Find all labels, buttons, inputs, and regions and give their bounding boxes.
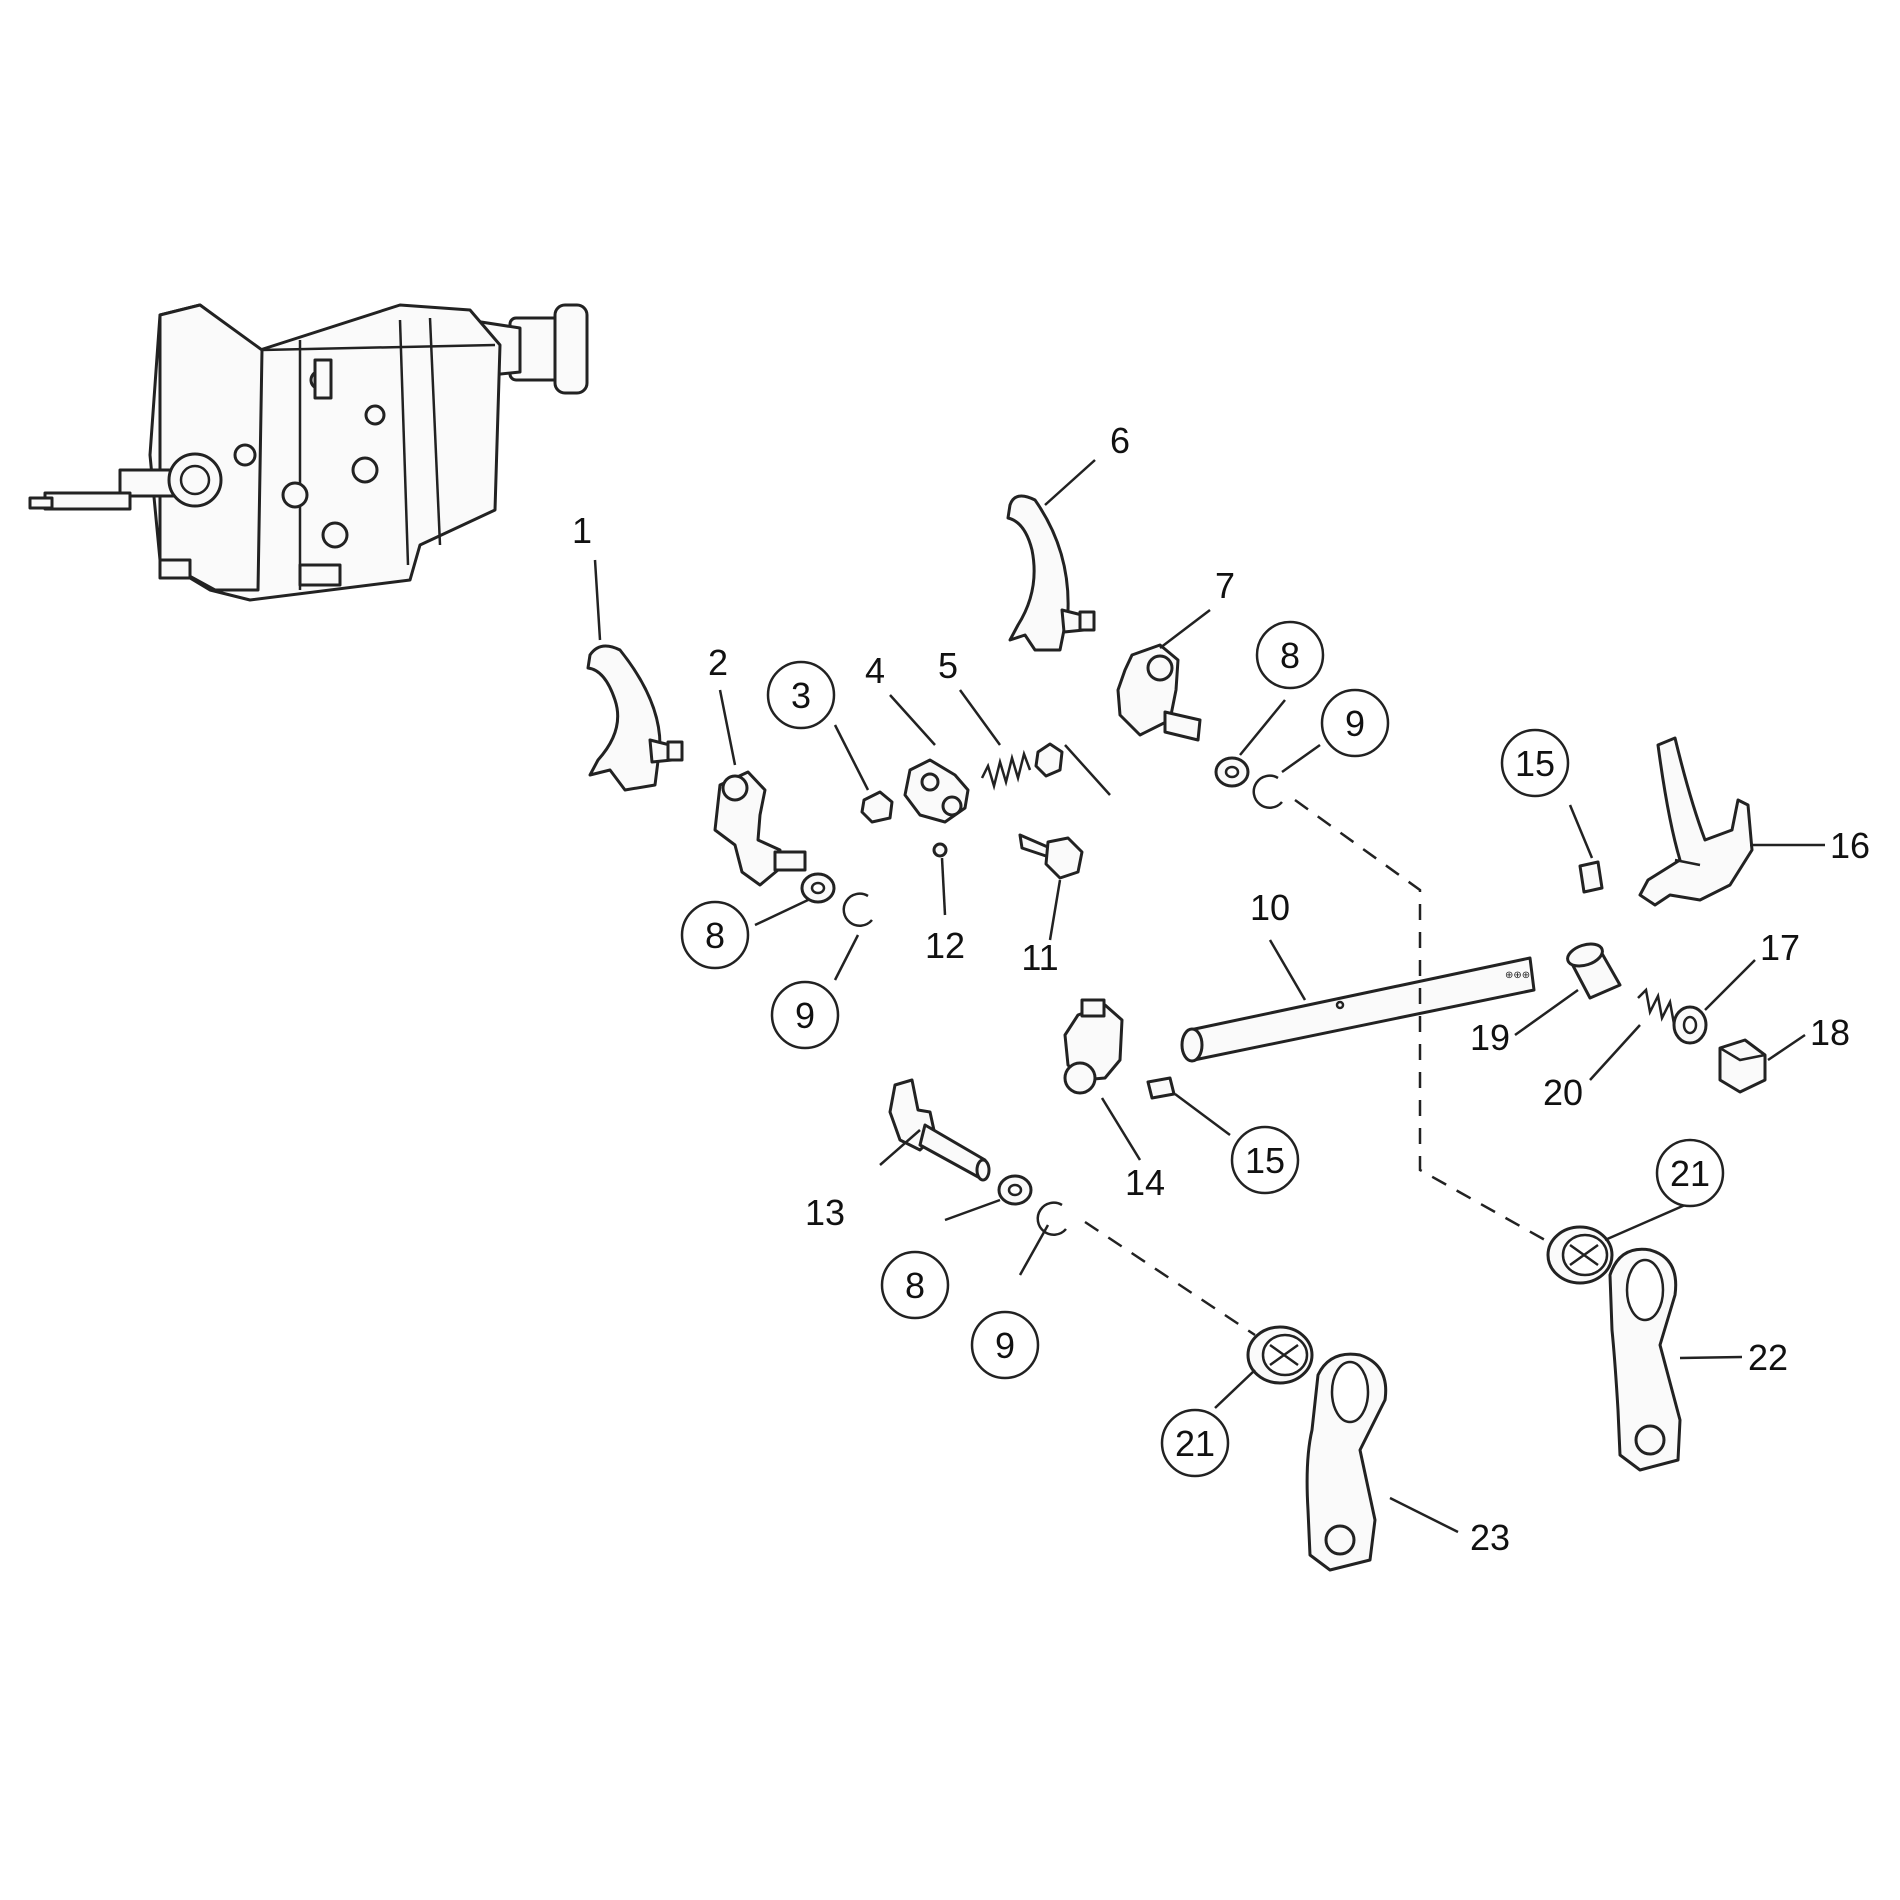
part-2-selector xyxy=(713,770,807,887)
part-19-sleeve xyxy=(1566,942,1622,1000)
callout-9-lower-circle xyxy=(970,1310,1040,1380)
callout-13: 13 xyxy=(805,1192,845,1233)
callout-8-upper-circle xyxy=(1255,620,1325,690)
shaft-marking: ⊕⊕⊕ xyxy=(1505,970,1530,981)
callout-21-left: 21 xyxy=(1175,1423,1215,1464)
part-3-plug xyxy=(860,790,894,824)
callouts: 1 2 3 4 5 6 7 8 9 8 9 10 11 12 13 14 15 … xyxy=(572,420,1870,1558)
part-15-pin-upper xyxy=(1578,860,1604,894)
callout-3: 3 xyxy=(791,675,811,716)
part-15-pin-lower xyxy=(1146,1076,1176,1100)
callout-2: 2 xyxy=(708,642,728,683)
part-9-circlip-lower xyxy=(1036,1201,1067,1236)
part-13-selector-lever xyxy=(888,1078,991,1182)
part-6-shift-fork xyxy=(1006,494,1096,652)
leader-lines xyxy=(593,459,1825,1534)
part-23-shift-lever xyxy=(1305,1352,1388,1572)
callout-15-upper: 15 xyxy=(1515,743,1555,784)
gearbox-assembly xyxy=(28,303,589,602)
part-20-spring xyxy=(1637,987,1676,1025)
part-9-circlip-upper xyxy=(1252,774,1283,809)
part-8-washer-lower xyxy=(997,1174,1033,1206)
callout-9-lower: 9 xyxy=(995,1325,1015,1366)
callout-12: 12 xyxy=(925,925,965,966)
part-1-shift-fork xyxy=(586,644,684,792)
callout-7: 7 xyxy=(1215,565,1235,606)
linkage-dashed-line-upper xyxy=(1294,798,1546,1242)
part-17-washer xyxy=(1672,1005,1708,1045)
callout-23: 23 xyxy=(1470,1517,1510,1558)
callout-18: 18 xyxy=(1810,1012,1850,1053)
part-8-washer-left xyxy=(800,872,836,904)
callout-1: 1 xyxy=(572,510,592,551)
callout-14: 14 xyxy=(1125,1162,1165,1203)
callout-8-left: 8 xyxy=(705,915,725,956)
callout-9-upper-circle xyxy=(1320,688,1390,758)
callout-21-right-circle xyxy=(1655,1138,1725,1208)
callout-20: 20 xyxy=(1543,1072,1583,1113)
part-11-bolt xyxy=(1018,833,1084,880)
callout-15-lower: 15 xyxy=(1245,1140,1285,1181)
part-21-bushing-right xyxy=(1546,1225,1614,1285)
callout-6: 6 xyxy=(1110,420,1130,461)
callout-9-left: 9 xyxy=(795,995,815,1036)
callout-8-lower-circle xyxy=(880,1250,950,1320)
callout-9-left-circle xyxy=(770,980,840,1050)
part-16-shift-fork xyxy=(1638,736,1754,907)
callout-22: 22 xyxy=(1748,1337,1788,1378)
callout-10: 10 xyxy=(1250,887,1290,928)
callout-17: 17 xyxy=(1760,927,1800,968)
callout-8-upper: 8 xyxy=(1280,635,1300,676)
part-12-ball xyxy=(932,842,948,858)
part-14-selector-block xyxy=(1063,998,1124,1095)
part-4-interlock-body xyxy=(903,758,970,824)
callout-16: 16 xyxy=(1830,825,1870,866)
callout-8-lower: 8 xyxy=(905,1265,925,1306)
callout-15-lower-circle xyxy=(1230,1125,1300,1195)
callout-5: 5 xyxy=(938,645,958,686)
part-7-selector xyxy=(1116,643,1202,742)
part-22-shift-lever xyxy=(1608,1247,1682,1472)
callout-21-left-circle xyxy=(1160,1408,1230,1478)
callout-15-upper-circle xyxy=(1500,728,1570,798)
part-21-bushing-left xyxy=(1246,1325,1314,1385)
callout-19: 19 xyxy=(1470,1017,1510,1058)
callout-8-left-circle xyxy=(680,900,750,970)
callout-9-upper: 9 xyxy=(1345,703,1365,744)
part-9-circlip-left xyxy=(842,892,873,927)
part-8-washer-upper xyxy=(1214,756,1250,788)
callout-11: 11 xyxy=(1021,937,1058,978)
callout-3-circle xyxy=(766,660,836,730)
part-18-plug-bolt xyxy=(1718,1038,1767,1094)
callout-21-right: 21 xyxy=(1670,1153,1710,1194)
part-5-spring xyxy=(980,742,1064,791)
part-10-shift-rod: ⊕⊕⊕ xyxy=(1180,956,1536,1063)
linkage-dashed-line-lower xyxy=(1084,1220,1256,1337)
callout-4: 4 xyxy=(865,650,885,691)
